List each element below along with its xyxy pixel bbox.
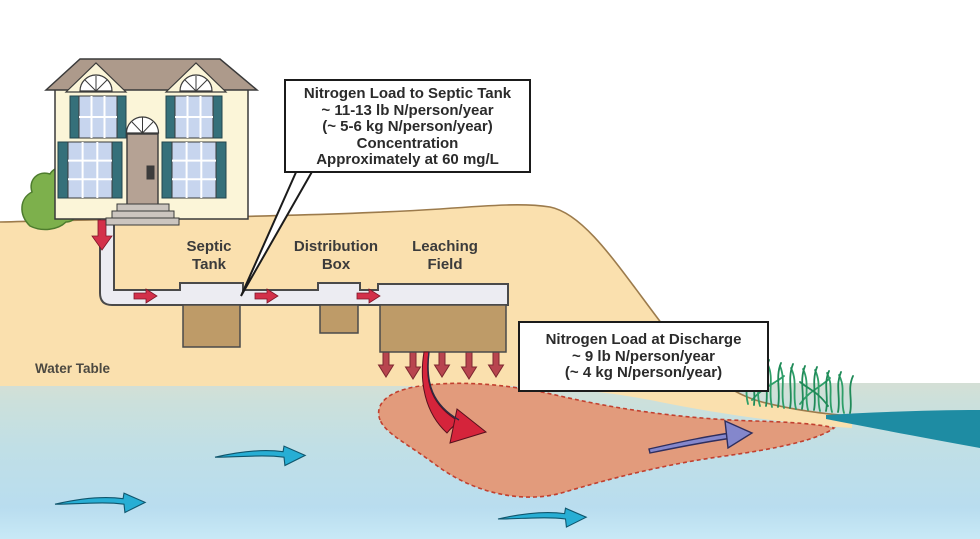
red-curved-arrow-icon bbox=[421, 351, 488, 444]
door-lock bbox=[146, 165, 155, 180]
callout-line: (~ 4 kg N/person/year) bbox=[564, 364, 723, 381]
callout-line: (~ 5-6 kg N/person/year) bbox=[322, 118, 493, 135]
leaching-field-box bbox=[379, 304, 507, 353]
discharge-load-callout: Nitrogen Load at Discharge ~ 9 lb N/pers… bbox=[518, 321, 769, 392]
septic-tank-label: Septic Tank bbox=[186, 238, 232, 273]
distribution-box-box bbox=[319, 304, 359, 334]
nitrogen-plume bbox=[377, 382, 836, 498]
septic-tank-box bbox=[182, 304, 241, 348]
callout-line: Nitrogen Load to Septic Tank bbox=[303, 85, 512, 102]
callout-line: Nitrogen Load at Discharge bbox=[545, 331, 742, 348]
house bbox=[21, 58, 260, 231]
upper-windows bbox=[69, 95, 223, 139]
septic-tank-load-callout: Nitrogen Load to Septic Tank ~ 11-13 lb … bbox=[284, 79, 531, 173]
water-table-label: Water Table bbox=[35, 361, 111, 376]
leaching-field-label: Leaching Field bbox=[412, 238, 478, 273]
marsh-grass bbox=[744, 359, 854, 414]
lower-windows bbox=[57, 141, 227, 199]
front-door bbox=[125, 116, 160, 209]
callout-line: ~ 9 lb N/person/year bbox=[572, 347, 715, 365]
distribution-box-label: Distribution Box bbox=[293, 238, 379, 273]
callout-line: Approximately at 60 mg/L bbox=[316, 151, 499, 168]
dormer-pediments bbox=[64, 62, 228, 93]
callout-line: Concentration bbox=[356, 134, 459, 152]
front-steps bbox=[105, 203, 180, 226]
ground-surface-line bbox=[0, 204, 853, 417]
bay-water bbox=[826, 410, 980, 448]
purple-arrow-right-icon bbox=[648, 419, 754, 454]
callout-line: ~ 11-13 lb N/person/year bbox=[321, 101, 494, 119]
